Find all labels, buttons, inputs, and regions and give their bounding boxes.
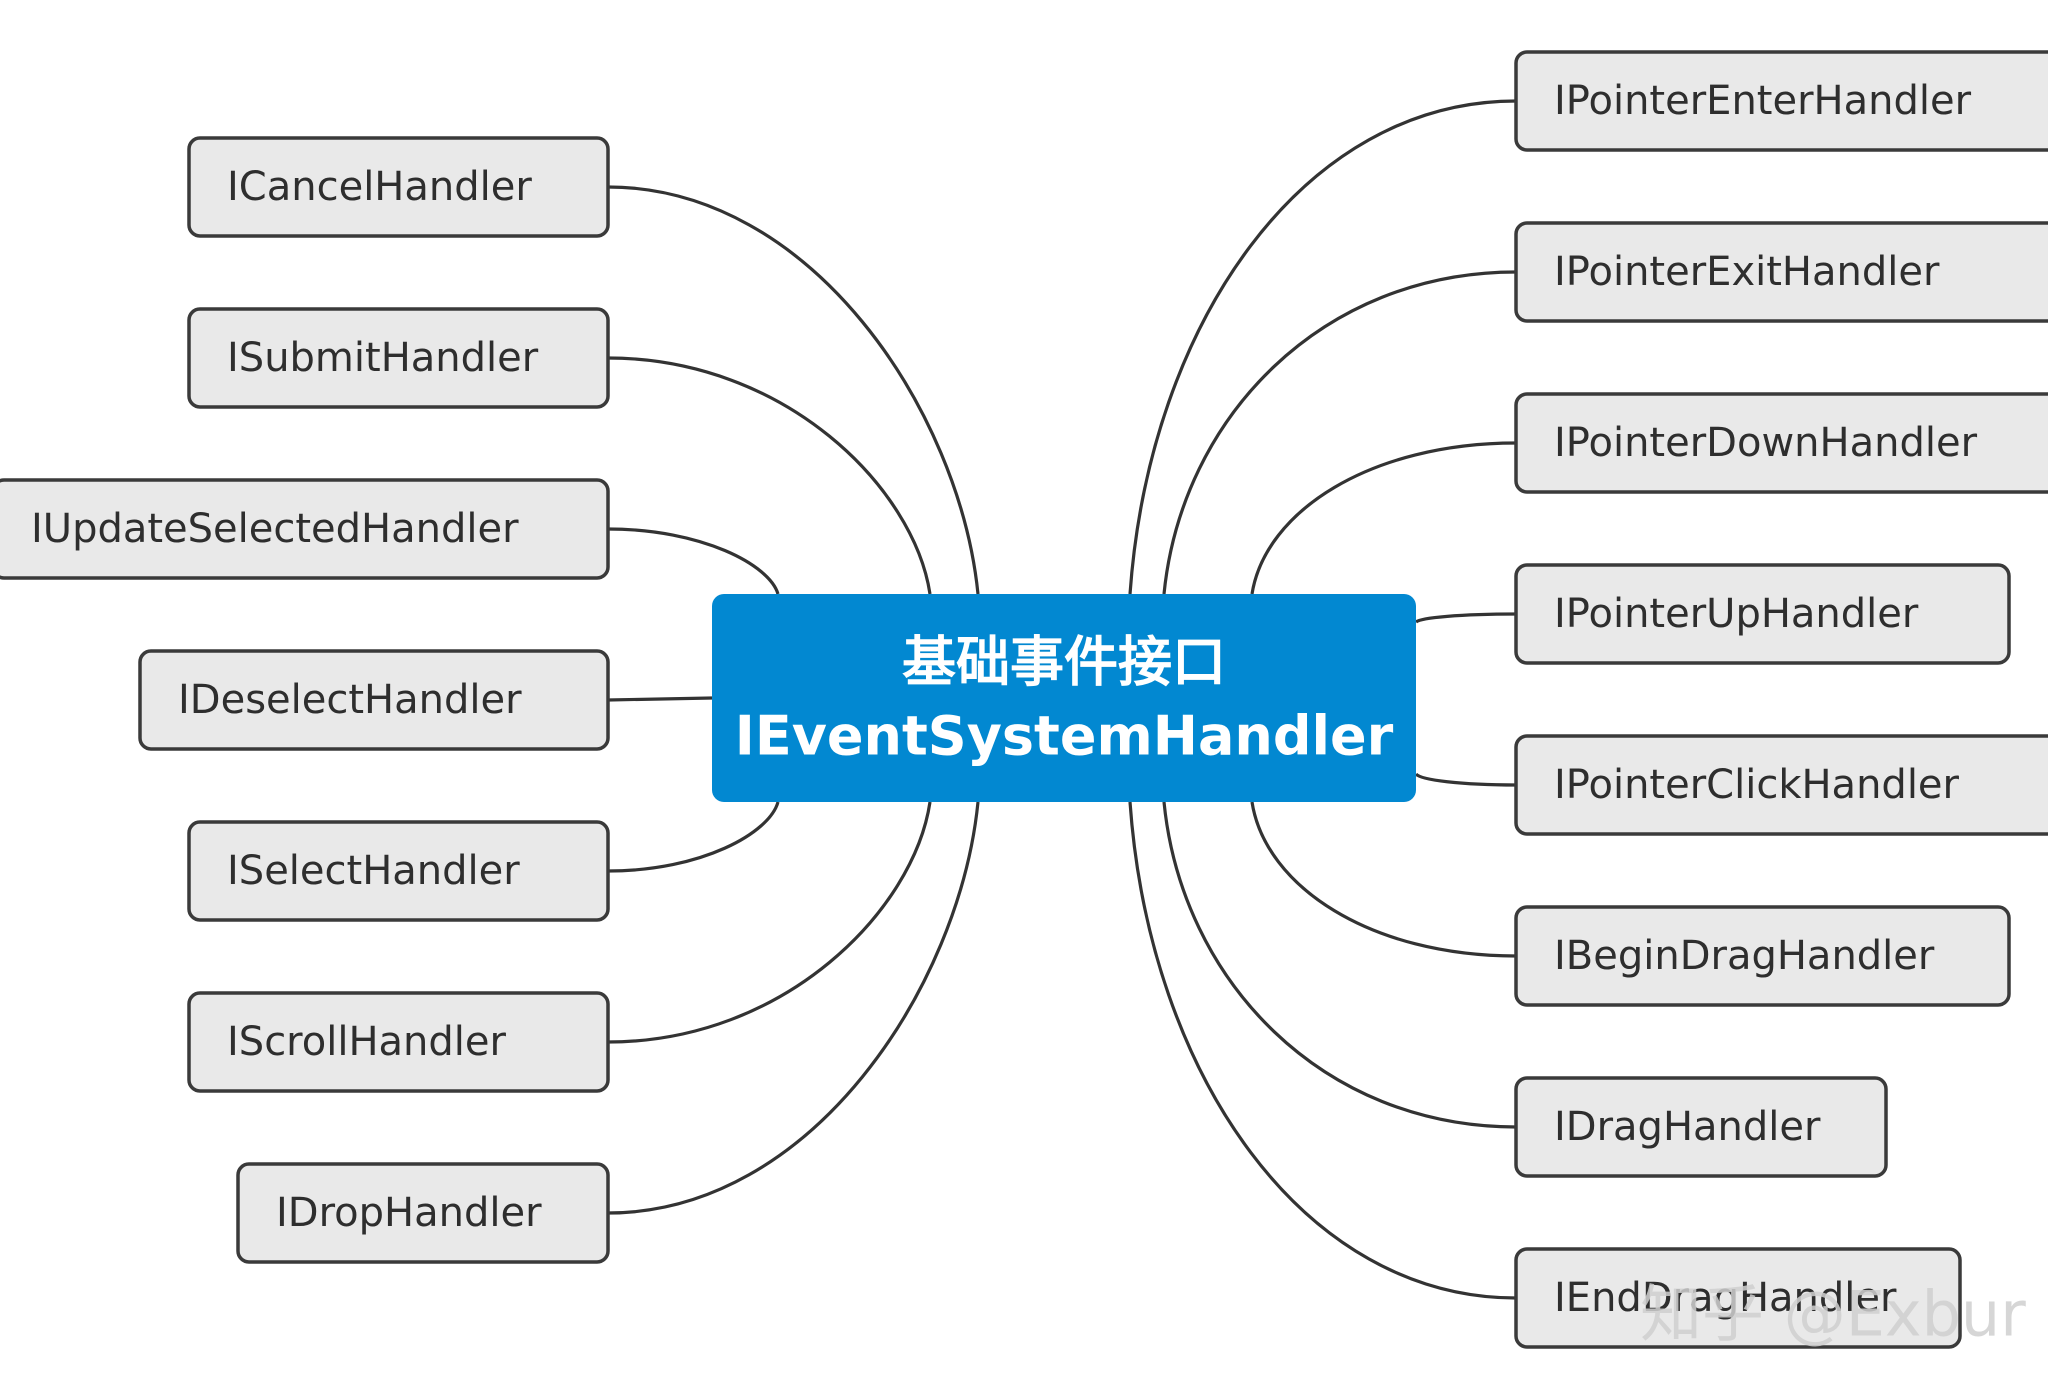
- edge-iscroll-handler: [607, 801, 932, 1044]
- node-ipointer-up-handler: IPointerUpHandler: [1514, 563, 2011, 665]
- node-ibegin-drag-handler-box: [1514, 905, 2011, 1007]
- edge-ipointer-enter-handler: [1128, 99, 1517, 595]
- node-iend-drag-handler-label: IEndDragHandler: [1554, 1275, 1897, 1321]
- center-node: [712, 594, 1416, 802]
- handler-nodes: ICancelHandlerISubmitHandlerIUpdateSelec…: [0, 50, 2048, 1349]
- center-node-title: 基础事件接口: [902, 631, 1226, 694]
- node-icancel-handler-label: ICancelHandler: [227, 164, 532, 210]
- node-idrop-handler: IDropHandler: [236, 1162, 610, 1264]
- edge-iupdate-selected-handler: [607, 527, 780, 595]
- edge-ideselect-handler: [607, 696, 713, 702]
- node-ipointer-down-handler: IPointerDownHandler: [1514, 392, 2048, 494]
- node-ipointer-exit-handler-box: [1514, 221, 2048, 323]
- edge-ipointer-click-handler: [1414, 772, 1517, 787]
- node-isubmit-handler: ISubmitHandler: [187, 307, 610, 409]
- node-idrag-handler-label: IDragHandler: [1554, 1104, 1821, 1150]
- edge-ibegin-drag-handler: [1250, 801, 1517, 958]
- watermark: 知乎 @Exbur: [1640, 1278, 2026, 1351]
- center-node-subtitle: IEventSystemHandler: [735, 705, 1394, 768]
- node-ipointer-click-handler-box: [1514, 734, 2048, 836]
- node-ideselect-handler-label: IDeselectHandler: [178, 677, 522, 723]
- node-ipointer-exit-handler-label: IPointerExitHandler: [1554, 249, 1940, 295]
- node-ipointer-up-handler-box: [1514, 563, 2011, 665]
- node-ipointer-click-handler-label: IPointerClickHandler: [1554, 762, 1960, 808]
- edge-ipointer-down-handler: [1250, 441, 1517, 595]
- node-iupdate-selected-handler-box: [0, 478, 610, 580]
- edge-isubmit-handler: [607, 356, 932, 595]
- node-iselect-handler-label: ISelectHandler: [227, 848, 520, 894]
- node-idrop-handler-label: IDropHandler: [276, 1190, 542, 1236]
- node-iscroll-handler: IScrollHandler: [187, 991, 610, 1093]
- node-iselect-handler: ISelectHandler: [187, 820, 610, 922]
- node-isubmit-handler-box: [187, 307, 610, 409]
- node-ideselect-handler-box: [138, 649, 610, 751]
- node-ipointer-down-handler-label: IPointerDownHandler: [1554, 420, 1978, 466]
- node-iscroll-handler-box: [187, 991, 610, 1093]
- node-isubmit-handler-label: ISubmitHandler: [227, 335, 539, 381]
- node-ipointer-enter-handler: IPointerEnterHandler: [1514, 50, 2048, 152]
- edge-idrag-handler: [1162, 801, 1517, 1129]
- node-iupdate-selected-handler: IUpdateSelectedHandler: [0, 478, 610, 580]
- node-iend-drag-handler-box: [1514, 1247, 1962, 1349]
- edge-ipointer-exit-handler: [1162, 270, 1517, 595]
- node-idrop-handler-box: [236, 1162, 610, 1264]
- node-iend-drag-handler: IEndDragHandler: [1514, 1247, 1962, 1349]
- edge-iend-drag-handler: [1128, 801, 1517, 1300]
- node-ipointer-exit-handler: IPointerExitHandler: [1514, 221, 2048, 323]
- node-idrag-handler-box: [1514, 1076, 1888, 1178]
- connector-lines: [607, 99, 1517, 1300]
- node-ideselect-handler: IDeselectHandler: [138, 649, 610, 751]
- node-ipointer-down-handler-box: [1514, 392, 2048, 494]
- edge-iselect-handler: [607, 801, 780, 873]
- node-iscroll-handler-label: IScrollHandler: [227, 1019, 507, 1065]
- node-ipointer-up-handler-label: IPointerUpHandler: [1554, 591, 1919, 637]
- node-ipointer-enter-handler-box: [1514, 50, 2048, 152]
- node-ibegin-drag-handler-label: IBeginDragHandler: [1554, 933, 1935, 979]
- node-icancel-handler-box: [187, 136, 610, 238]
- node-idrag-handler: IDragHandler: [1514, 1076, 1888, 1178]
- node-iupdate-selected-handler-label: IUpdateSelectedHandler: [31, 506, 519, 552]
- node-ipointer-click-handler: IPointerClickHandler: [1514, 734, 2048, 836]
- edge-icancel-handler: [607, 185, 980, 595]
- node-icancel-handler: ICancelHandler: [187, 136, 610, 238]
- node-ipointer-enter-handler-label: IPointerEnterHandler: [1554, 78, 1972, 124]
- edge-idrop-handler: [607, 801, 980, 1215]
- node-iselect-handler-box: [187, 820, 610, 922]
- edge-ipointer-up-handler: [1414, 612, 1517, 624]
- node-ibegin-drag-handler: IBeginDragHandler: [1514, 905, 2011, 1007]
